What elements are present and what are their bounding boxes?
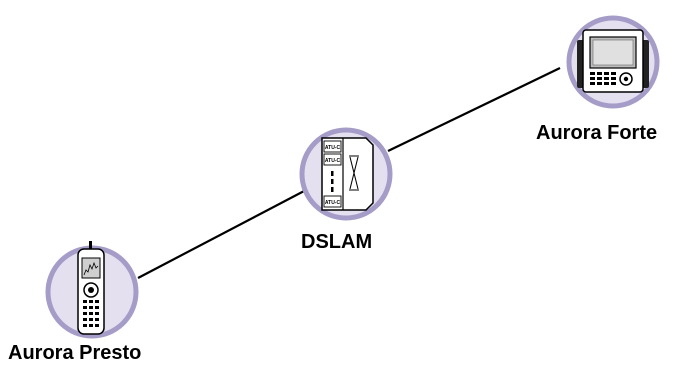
- dslam-card-label: ATU-C: [325, 145, 341, 151]
- handheld-tester-icon: [77, 241, 105, 335]
- dslam-card-label: ATU-C: [325, 200, 341, 206]
- dslam-label: DSLAM: [301, 231, 373, 253]
- aurora-presto-node[interactable]: [45, 241, 139, 339]
- link-dslam-forte: [387, 67, 561, 152]
- dslam-node[interactable]: ATU-C ATU-C ATU-C: [299, 127, 393, 221]
- benchtop-tester-icon: [577, 29, 649, 93]
- aurora-forte-label: Aurora Forte: [536, 122, 658, 144]
- aurora-forte-node[interactable]: [566, 15, 660, 109]
- link-presto-dslam: [137, 189, 307, 279]
- aurora-presto-label: Aurora Presto: [8, 342, 142, 364]
- dslam-card-label: ATU-C: [325, 158, 341, 164]
- dslam-rack-icon: ATU-C ATU-C ATU-C: [321, 137, 374, 211]
